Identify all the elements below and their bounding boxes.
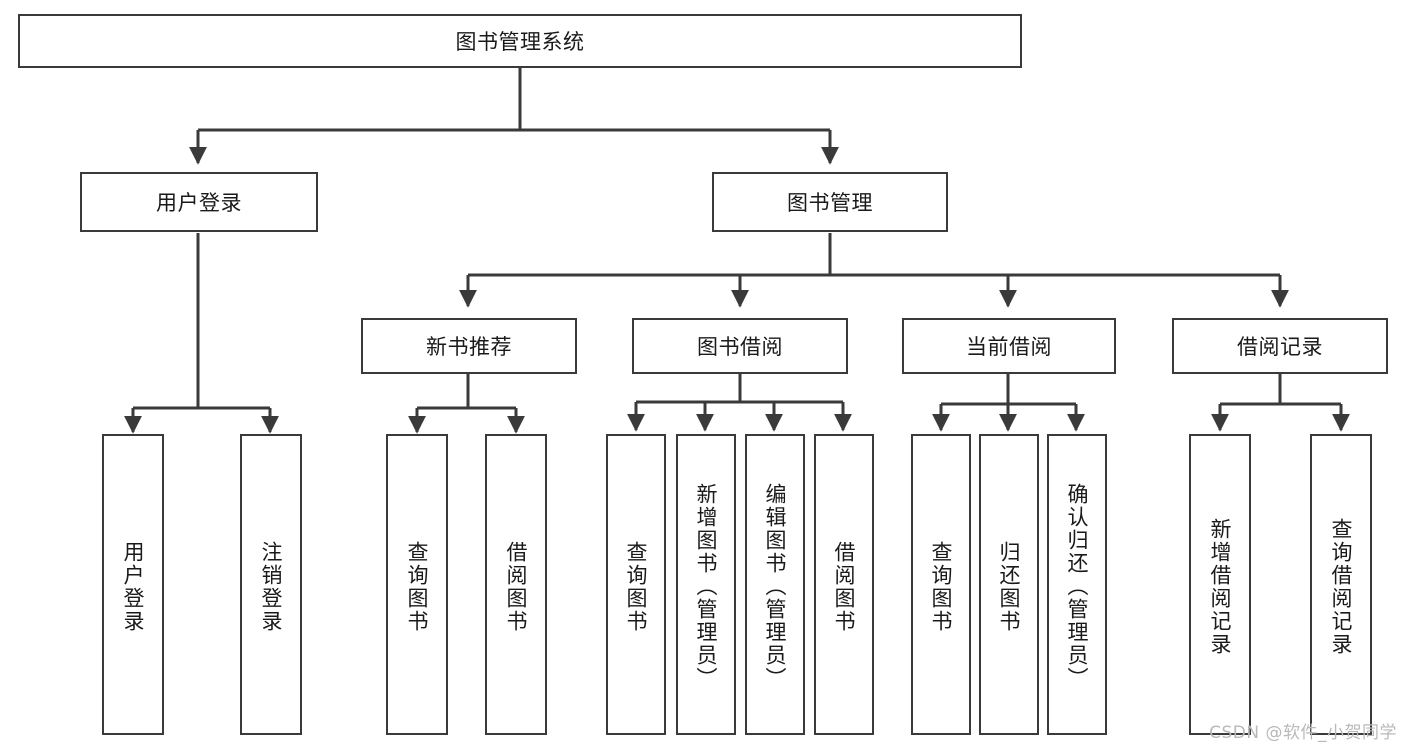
leaf-user-login[interactable]: 用户登录: [102, 434, 164, 735]
leaf-add-borrow-record[interactable]: 新增借阅记录: [1189, 434, 1251, 735]
leaf-borrow-book-label: 借阅图书: [832, 540, 857, 633]
leaf-query-borrow-record-label: 查询借阅记录: [1329, 517, 1354, 656]
leaf-add-book-admin-label: 新增图书（管理员）: [694, 483, 719, 690]
node-book-borrow-label: 图书借阅: [697, 335, 783, 359]
leaf-borrow-book[interactable]: 借阅图书: [814, 434, 874, 735]
leaf-add-book-admin[interactable]: 新增图书（管理员）: [676, 434, 736, 735]
leaf-edit-book-admin-label: 编辑图书（管理员）: [763, 483, 788, 690]
leaf-return-book[interactable]: 归还图书: [979, 434, 1039, 735]
leaf-confirm-return-admin-label: 确认归还（管理员）: [1065, 483, 1090, 690]
leaf-query-book-current-label: 查询图书: [929, 540, 954, 633]
node-root-label: 图书管理系统: [455, 30, 585, 54]
node-book-management-label: 图书管理: [787, 191, 873, 215]
leaf-logout[interactable]: 注销登录: [240, 434, 302, 735]
leaf-confirm-return-admin[interactable]: 确认归还（管理员）: [1047, 434, 1107, 735]
node-root[interactable]: 图书管理系统: [18, 14, 1022, 68]
leaf-user-login-label: 用户登录: [121, 540, 146, 633]
node-borrow-records-label: 借阅记录: [1237, 335, 1323, 359]
leaf-borrow-book-recommend-label: 借阅图书: [504, 540, 529, 633]
leaf-edit-book-admin[interactable]: 编辑图书（管理员）: [745, 434, 805, 735]
node-user-login-label: 用户登录: [156, 191, 242, 215]
leaf-query-book-current[interactable]: 查询图书: [911, 434, 971, 735]
leaf-query-book-borrow[interactable]: 查询图书: [606, 434, 666, 735]
node-book-management[interactable]: 图书管理: [712, 172, 948, 232]
leaf-query-borrow-record[interactable]: 查询借阅记录: [1310, 434, 1372, 735]
node-current-borrow-label: 当前借阅: [966, 335, 1052, 359]
node-new-book-recommend-label: 新书推荐: [426, 335, 512, 359]
node-book-borrow[interactable]: 图书借阅: [632, 318, 848, 374]
leaf-query-book-recommend[interactable]: 查询图书: [386, 434, 448, 735]
leaf-borrow-book-recommend[interactable]: 借阅图书: [485, 434, 547, 735]
node-user-login[interactable]: 用户登录: [80, 172, 318, 232]
leaf-query-book-borrow-label: 查询图书: [624, 540, 649, 633]
leaf-query-book-recommend-label: 查询图书: [405, 540, 430, 633]
node-new-book-recommend[interactable]: 新书推荐: [361, 318, 577, 374]
leaf-logout-label: 注销登录: [259, 540, 284, 633]
watermark: CSDN @软件_小贺同学: [1209, 723, 1397, 743]
node-borrow-records[interactable]: 借阅记录: [1172, 318, 1388, 374]
leaf-return-book-label: 归还图书: [997, 540, 1022, 633]
leaf-add-borrow-record-label: 新增借阅记录: [1208, 517, 1233, 656]
node-current-borrow[interactable]: 当前借阅: [902, 318, 1116, 374]
